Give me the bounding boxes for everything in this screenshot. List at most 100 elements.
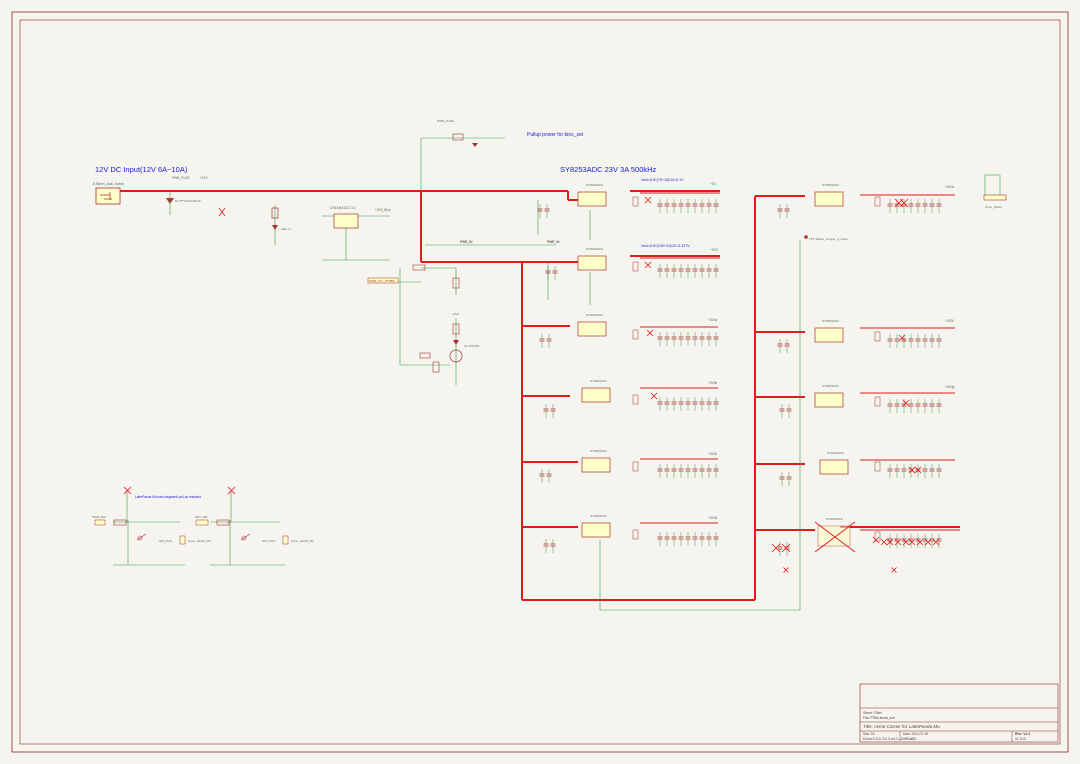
svg-text:SY8253ADC: SY8253ADC	[822, 319, 840, 323]
dnp-cross	[872, 536, 880, 544]
dnp-cross	[914, 466, 922, 474]
sw1-conn: Conn_01x02_Pin	[188, 539, 211, 543]
lattepanda-note: LattePanda Mu has integrated pull-up res…	[135, 495, 201, 499]
capacitor	[664, 397, 670, 411]
capacitor	[915, 199, 921, 213]
capacitor	[887, 464, 893, 478]
capacitor	[692, 264, 698, 278]
capacitor	[908, 334, 914, 348]
capacitor	[784, 204, 790, 218]
dnp-cross	[908, 538, 916, 546]
capacitor	[779, 404, 785, 418]
capacitor	[678, 532, 684, 546]
svg-text:SY8253ADC: SY8253ADC	[586, 183, 604, 187]
svg-text:SY8253ADC: SY8253ADC	[822, 384, 840, 388]
power-switch-circuit: PWR_SW SW_Push Conn_01x02_Pin	[92, 486, 211, 545]
capacitor	[908, 199, 914, 213]
feedback-resistor	[632, 196, 639, 207]
capacitor	[922, 199, 928, 213]
capacitor	[901, 464, 907, 478]
capacitor	[678, 397, 684, 411]
svg-text:SY8253ADC: SY8253ADC	[822, 183, 840, 187]
tb-rev: Rev: V1.0	[1015, 732, 1030, 736]
capacitor	[887, 399, 893, 413]
rail-5v-label: +5V	[710, 182, 717, 186]
title-block: Sheet: /Title/ File: PTitle.kicad_sch Ti…	[859, 683, 1059, 743]
input-heading: 12V DC Input(12V 6A~10A)	[95, 165, 188, 174]
svg-text:SY8253ADC: SY8253ADC	[590, 379, 608, 383]
pullup-net: PWR_FUSE	[437, 119, 454, 123]
capacitor	[657, 464, 663, 478]
input-capacitors	[537, 204, 792, 556]
converter-u450: SY8253ADC	[814, 319, 844, 343]
reset-switch-circuit: RST_SW SW_Push Conn_01x02_Pin	[195, 486, 314, 545]
capacitor	[678, 199, 684, 213]
dnp-cross	[650, 392, 658, 400]
ldo-regulator: U78 AMS1117-3.3 +3V3_Bios	[330, 206, 391, 229]
capacitor	[699, 397, 705, 411]
capacitor	[915, 334, 921, 348]
dnp-cross	[771, 543, 781, 553]
svg-text:SY8253ADC: SY8253ADC	[590, 514, 608, 518]
feedback-resistor	[632, 529, 639, 540]
formula-5v: Vout=0.6*(75+10)/10=5.1V	[641, 178, 684, 182]
svg-text:SY8253ADC: SY8253ADC	[827, 451, 845, 455]
capacitor	[699, 199, 705, 213]
capacitor	[671, 464, 677, 478]
tb-sheet: Sheet: /Title/	[863, 711, 882, 715]
led-label: LED_G	[281, 227, 292, 231]
capacitor	[922, 334, 928, 348]
rail-3v3d-label: +3V3d	[708, 516, 718, 520]
capacitor	[664, 332, 670, 346]
capacitor	[784, 339, 790, 353]
capacitor	[915, 464, 921, 478]
signal-wires	[113, 137, 1001, 611]
capacitor	[936, 199, 942, 213]
sw1-label: SW_Push	[159, 539, 173, 543]
feedback-resistor	[632, 461, 639, 472]
rail-3v3b-label: +3V3b	[708, 381, 718, 385]
capacitor	[678, 264, 684, 278]
tb-title: Title: nvme Carrier for LattePanda Mu	[863, 724, 940, 729]
capacitor	[706, 199, 712, 213]
converter-u440: SY8253ADC	[814, 183, 844, 207]
capacitor	[685, 264, 691, 278]
capacitor	[887, 534, 893, 548]
capacitor	[786, 404, 792, 418]
dnp-cross	[924, 538, 932, 546]
capacitor	[922, 464, 928, 478]
capacitor	[777, 339, 783, 353]
capacitor	[699, 464, 705, 478]
feedback-resistor	[874, 461, 881, 472]
capacitor	[908, 399, 914, 413]
barrel-jack: J1 Barrel_Jack_Switch	[92, 182, 124, 205]
dnp-cross	[886, 538, 894, 546]
capacitor	[543, 404, 549, 418]
tvs-diode: D1 PTVS12VP1UP	[166, 191, 201, 215]
capacitor	[929, 334, 935, 348]
converter-u480-dnp: SY8253ADC	[814, 517, 856, 553]
feedback-resistor	[874, 396, 881, 407]
capacitor	[657, 397, 663, 411]
pullup-power-block: PWR_FUSE	[437, 119, 478, 147]
capacitor	[894, 334, 900, 348]
dnp-cross	[902, 538, 910, 546]
capacitor	[671, 332, 677, 346]
capacitor	[544, 204, 550, 218]
dnp-cross	[880, 538, 888, 546]
dnp-cross	[899, 198, 909, 208]
dnp-cross	[781, 543, 791, 553]
dnp-cross	[646, 329, 654, 337]
dnp-cross	[644, 196, 652, 204]
dnp-cross	[916, 538, 924, 546]
rail-3v3-label: +3V3	[710, 248, 718, 252]
capacitor	[929, 534, 935, 548]
capacitor	[713, 264, 719, 278]
capacitor	[685, 332, 691, 346]
capacitor	[543, 539, 549, 553]
capacitor	[678, 332, 684, 346]
tb-date: Date: 2024-07-15	[903, 732, 928, 736]
tvs-diode-label: D1 PTVS12VP1UP	[175, 199, 201, 203]
dnp-cross	[932, 538, 940, 546]
